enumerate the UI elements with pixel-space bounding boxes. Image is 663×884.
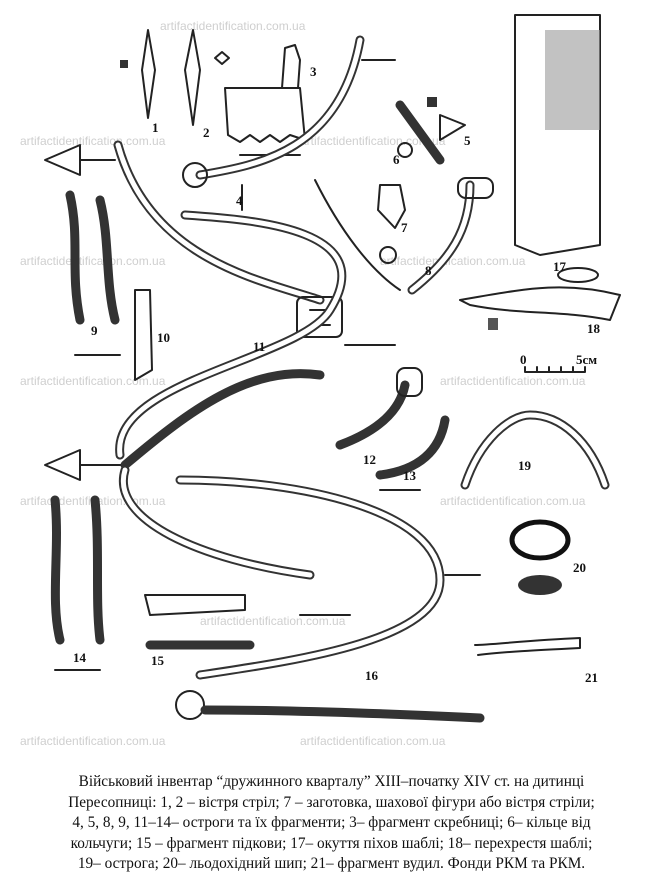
figure-labels: 1 2 3 4 5 6 7 8 9 10 11 12 13 14 15 16 1…	[73, 64, 601, 685]
svg-text:11: 11	[253, 339, 265, 354]
svg-text:10: 10	[157, 330, 170, 345]
caption-line: 4, 5, 8, 9, 11–14– остроги та їх фрагмен…	[72, 814, 591, 831]
svg-text:8: 8	[425, 263, 432, 278]
svg-text:artifactidentification.com.ua: artifactidentification.com.ua	[20, 134, 166, 148]
watermarks: artifactidentification.com.ua artifactid…	[20, 19, 586, 748]
svg-text:18: 18	[587, 321, 601, 336]
svg-text:16: 16	[365, 668, 379, 683]
caption-line: Пересопниці: 1, 2 – вістря стріл; 7 – за…	[68, 793, 595, 811]
spur-4	[182, 35, 396, 211]
svg-text:13: 13	[403, 468, 417, 483]
svg-text:15: 15	[151, 653, 165, 668]
caption-line: кольчуги; 15 – фрагмент підкови; 17– оку…	[70, 834, 593, 852]
svg-text:2: 2	[203, 125, 210, 140]
svg-text:artifactidentification.com.ua: artifactidentification.com.ua	[440, 494, 586, 508]
ice-spike-20	[509, 519, 571, 595]
figure-caption: Військовий інвентар “дружинного кварталу…	[20, 772, 643, 875]
mail-ring-6	[397, 142, 413, 158]
spur-19	[460, 410, 610, 490]
spur-fragment-12	[335, 367, 423, 450]
svg-text:6: 6	[393, 152, 400, 167]
svg-text:9: 9	[91, 323, 98, 338]
svg-text:0: 0	[520, 352, 527, 367]
svg-text:artifactidentification.com.ua: artifactidentification.com.ua	[20, 734, 166, 748]
spur-fragment-14	[50, 495, 105, 671]
svg-text:artifactidentification.com.ua: artifactidentification.com.ua	[200, 614, 346, 628]
svg-text:artifactidentification.com.ua: artifactidentification.com.ua	[20, 254, 166, 268]
svg-text:14: 14	[73, 650, 87, 665]
svg-text:20: 20	[573, 560, 586, 575]
svg-text:21: 21	[585, 670, 598, 685]
spur-5	[395, 97, 466, 165]
arrowhead-1	[120, 29, 156, 119]
scale-bar: 0 5см	[520, 352, 597, 373]
svg-text:4: 4	[236, 193, 243, 208]
svg-text:artifactidentification.com.ua: artifactidentification.com.ua	[160, 19, 306, 33]
chess-blank-7	[377, 184, 406, 264]
svg-text:1: 1	[152, 120, 159, 135]
scabbard-fitting-17	[514, 14, 601, 283]
arrowhead-2	[184, 29, 230, 126]
horseshoe-fragment-15	[144, 594, 255, 650]
svg-text:19: 19	[518, 458, 532, 473]
spur-fragment-9	[65, 190, 121, 356]
spur-11-upper	[44, 140, 396, 460]
bit-fragment-21	[474, 637, 581, 656]
caption-line: 19– острога; 20– льодохідний шип; 21– фр…	[77, 855, 586, 872]
svg-text:artifactidentification.com.ua: artifactidentification.com.ua	[380, 254, 526, 268]
artifact-plate: artifactidentification.com.ua artifactid…	[20, 14, 621, 748]
svg-text:17: 17	[553, 259, 567, 274]
svg-text:5: 5	[464, 133, 471, 148]
svg-text:artifactidentification.com.ua: artifactidentification.com.ua	[440, 374, 586, 388]
spur-8	[314, 177, 494, 295]
svg-text:7: 7	[401, 220, 408, 235]
svg-text:3: 3	[310, 64, 317, 79]
crossguard-18	[459, 286, 621, 330]
spur-fragment-10	[134, 289, 153, 381]
svg-text:5см: 5см	[576, 352, 597, 367]
spur-16	[175, 475, 485, 723]
svg-text:artifactidentification.com.ua: artifactidentification.com.ua	[20, 374, 166, 388]
curry-comb-fragment-3	[224, 44, 306, 156]
svg-text:artifactidentification.com.ua: artifactidentification.com.ua	[300, 734, 446, 748]
spur-fragment-13	[375, 415, 450, 491]
spur-11-lower	[44, 369, 325, 580]
svg-text:12: 12	[363, 452, 376, 467]
caption-line: Військовий інвентар “дружинного кварталу…	[78, 773, 585, 790]
